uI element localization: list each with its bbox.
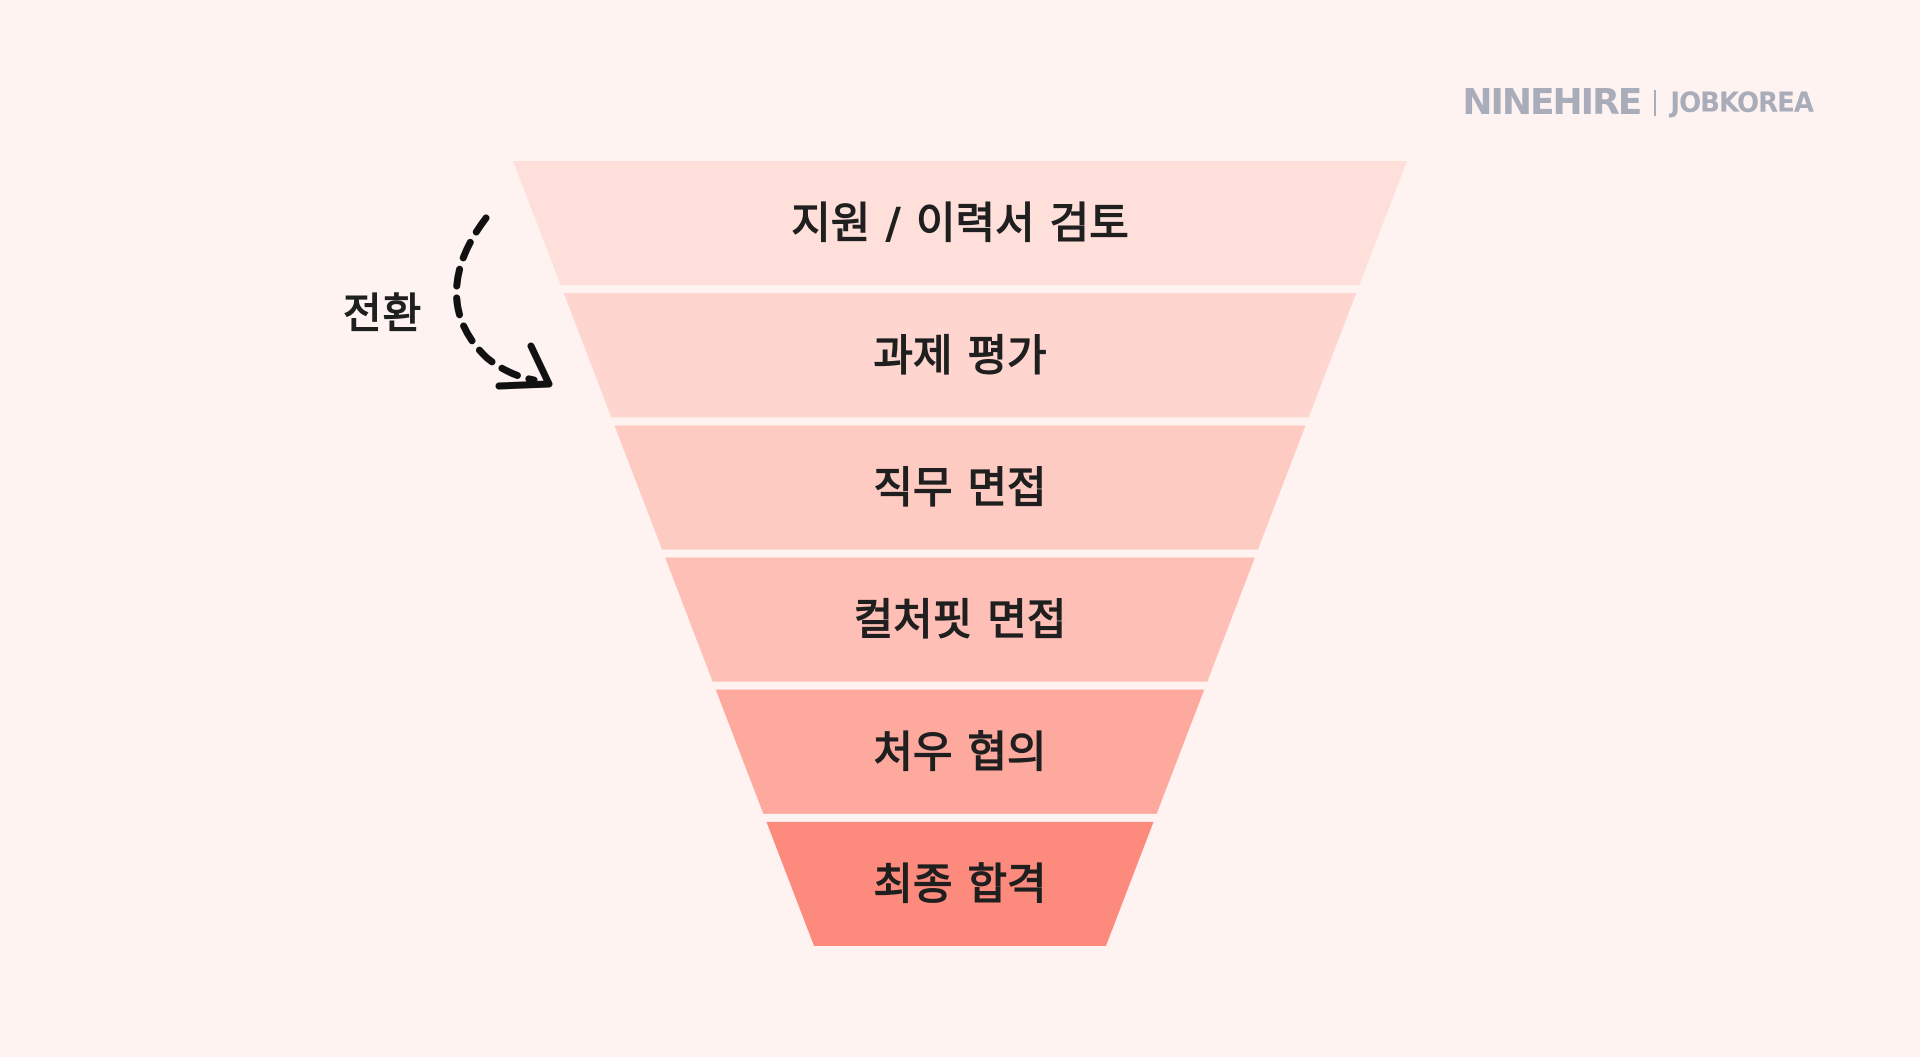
funnel-stage [766,821,1154,946]
funnel-stage [614,425,1306,550]
transition-label: 전환 [343,289,423,338]
brand-divider [1654,89,1657,116]
funnel-stage [715,689,1205,814]
funnel-stage [563,293,1357,418]
arrow-dashed-curve [453,214,538,384]
funnel-stage-label: 최종 합격 [873,860,1046,910]
brand-logo: NINEHIRE JOBKOREA [1462,82,1814,123]
funnel-stage-label: 처우 협의 [873,728,1046,778]
funnel-stage-label: 직무 면접 [873,463,1046,513]
funnel-stage-label: 과제 평가 [873,331,1046,381]
funnel-stage [513,161,1407,286]
funnel-stage [665,557,1255,682]
brand-primary: NINEHIRE [1462,82,1642,123]
brand-secondary: JOBKOREA [1670,86,1814,119]
arrow-head [495,342,553,390]
dashed-curved-arrow-icon [453,214,553,390]
funnel-stage-label: 지원 / 이력서 검토 [791,199,1129,249]
funnel-stage-label: 컬처핏 면접 [854,596,1067,646]
